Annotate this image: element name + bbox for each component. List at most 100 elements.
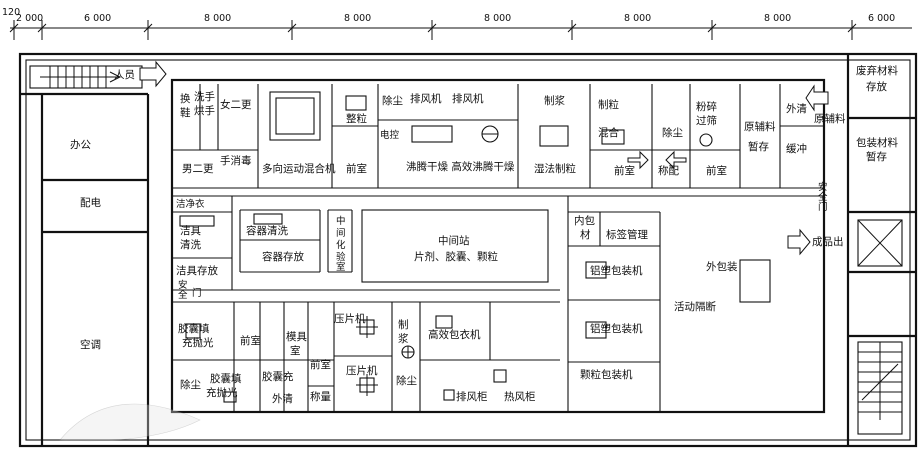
label-capsule-2a: 胶囊填 <box>210 372 242 385</box>
label-inner-pkg-2: 材 <box>580 228 591 241</box>
label-mixing: 混合 <box>598 126 619 139</box>
label-male-change: 男二更 <box>182 163 214 175</box>
label-fluid-dry: 沸腾干燥 高效沸腾干燥 <box>406 160 515 173</box>
label-wet-granulate: 湿法制粒 <box>534 162 576 175</box>
dim-6000-a: 6 000 <box>84 13 111 24</box>
label-front-room-4: 前室 <box>240 334 261 347</box>
label-power: 配电 <box>80 196 101 209</box>
label-capsule-1a: 胶囊填 <box>178 322 210 335</box>
label-office: 办公 <box>70 138 91 151</box>
watermark <box>59 403 201 442</box>
label-inner-pkg-1: 内包 <box>574 214 595 227</box>
label-wash-1: 洗手 <box>194 90 215 103</box>
label-waste-2: 存放 <box>866 80 887 93</box>
dimension-line: 120 2 000 6 000 8 000 8 000 8 000 8 000 … <box>2 7 912 40</box>
arrow-internal-2 <box>665 150 687 170</box>
arrow-personnel-in <box>139 60 167 88</box>
label-dust-3: 除尘 <box>180 378 201 391</box>
label-change-shoes-1: 换 <box>180 92 191 105</box>
label-exhaust-2: 排风机 <box>452 92 484 105</box>
label-product-out: 成品出 <box>812 235 844 248</box>
dim-6000-b: 6 000 <box>868 13 895 24</box>
label-hand-disinfect: 手消毒 <box>220 154 252 167</box>
label-outer-clean-1: 外清 <box>786 102 807 115</box>
label-female-change: 女二更 <box>220 98 252 111</box>
label-pkg-material-1: 包装材料 <box>856 136 898 149</box>
label-tablet-2: 压片机 <box>346 364 378 377</box>
label-wash-2: 烘手 <box>194 104 215 117</box>
label-granule-pack: 颗粒包装机 <box>580 368 633 381</box>
label-safety-b-2: 全 <box>818 191 828 203</box>
label-mid-station-2: 片剂、胶囊、颗粒 <box>414 250 498 263</box>
label-crush-1: 粉碎 <box>696 100 717 113</box>
label-tool-clean-1: 洁具 <box>180 224 201 237</box>
dim-8000-d: 8 000 <box>624 13 651 24</box>
equipment <box>179 91 771 403</box>
label-exhaust-cab: 排风柜 <box>456 390 488 403</box>
label-ac: 空调 <box>80 338 101 351</box>
label-raw-aux-entry: 原辅料 <box>814 112 846 125</box>
label-slurry-2b: 浆 <box>398 332 409 345</box>
room-labels: 人员 办公 配电 空调 换 鞋 洗手 烘手 女二更 男二更 手消毒 多向运动混合… <box>70 64 898 405</box>
label-outer-clean-2: 外清 <box>272 392 293 405</box>
label-change-shoes-2: 鞋 <box>180 106 191 119</box>
arrow-product-out <box>787 228 811 256</box>
label-dust-1: 除尘 <box>382 94 403 107</box>
label-weighing: 称量 <box>310 390 331 403</box>
label-weigh: 称配 <box>658 164 679 177</box>
label-capsule-2b: 充抛光 <box>206 386 238 399</box>
dim-8000-a: 8 000 <box>204 13 231 24</box>
label-label-mgmt: 标签管理 <box>606 228 648 241</box>
label-waste-1: 废弃材料 <box>856 64 898 77</box>
label-mold-2: 室 <box>290 344 301 357</box>
label-safety-a-3: 门 <box>192 287 202 299</box>
label-safety-a-1: 安 <box>178 279 188 291</box>
label-exhaust-1: 排风机 <box>410 92 442 105</box>
label-granulate-2: 制粒 <box>598 98 619 111</box>
label-personnel: 人员 <box>114 69 135 81</box>
label-safety-a-2: 全 <box>178 289 188 301</box>
label-capsule-1b: 充抛光 <box>182 336 214 349</box>
elevator <box>857 219 903 267</box>
label-front-room-1: 前室 <box>346 162 367 175</box>
label-raw-aux-1: 原辅料 <box>744 120 776 133</box>
dim-120: 120 <box>2 7 20 18</box>
label-granulate-whole: 整粒 <box>346 112 367 125</box>
dim-8000-c: 8 000 <box>484 13 511 24</box>
label-mid-lab-1: 中 <box>336 215 346 227</box>
label-tablet-1: 压片机 <box>334 312 366 325</box>
label-mid-lab-3: 化 <box>336 239 346 251</box>
label-front-room-2: 前室 <box>614 164 635 177</box>
label-capsule-fill: 胶囊充 <box>262 370 294 383</box>
clean-area-walls <box>170 78 826 414</box>
label-tool-clean-2: 清洗 <box>180 238 201 251</box>
label-raw-aux-2: 暂存 <box>748 140 769 153</box>
label-safety-b-3: 门 <box>818 201 828 213</box>
label-dust-4: 除尘 <box>396 374 417 387</box>
label-safety-b-1: 安 <box>818 181 828 193</box>
label-hot-air-cab: 热风柜 <box>504 390 536 403</box>
arrow-internal-1 <box>627 150 649 170</box>
label-mid-lab-4: 验 <box>336 251 346 263</box>
label-mid-lab-5: 室 <box>336 261 346 273</box>
label-electric-ctrl: 电控 <box>380 129 400 141</box>
label-slurry: 制浆 <box>544 94 565 107</box>
label-partition: 活动隔断 <box>674 300 716 313</box>
label-container-store: 容器存放 <box>262 250 304 263</box>
label-outer-pkg: 外包装 <box>706 260 738 273</box>
outer-walls <box>18 52 918 448</box>
label-container-clean: 容器清洗 <box>246 224 288 237</box>
label-tool-store: 洁具存放 <box>176 264 218 277</box>
label-front-room-5: 前室 <box>310 358 331 371</box>
label-mold-1: 模具 <box>286 331 307 343</box>
stair-bottom-right <box>857 341 903 435</box>
label-alu-pack-1: 铝塑包装机 <box>590 264 643 277</box>
label-mixer: 多向运动混合机 <box>262 162 336 175</box>
label-dust-2: 除尘 <box>662 126 683 139</box>
label-front-room-3: 前室 <box>706 164 727 177</box>
label-crush-2: 过筛 <box>696 114 717 127</box>
label-slurry-2a: 制 <box>398 318 409 331</box>
label-clean-clothes: 洁净衣 <box>176 198 205 210</box>
flow-arrows <box>139 60 829 256</box>
